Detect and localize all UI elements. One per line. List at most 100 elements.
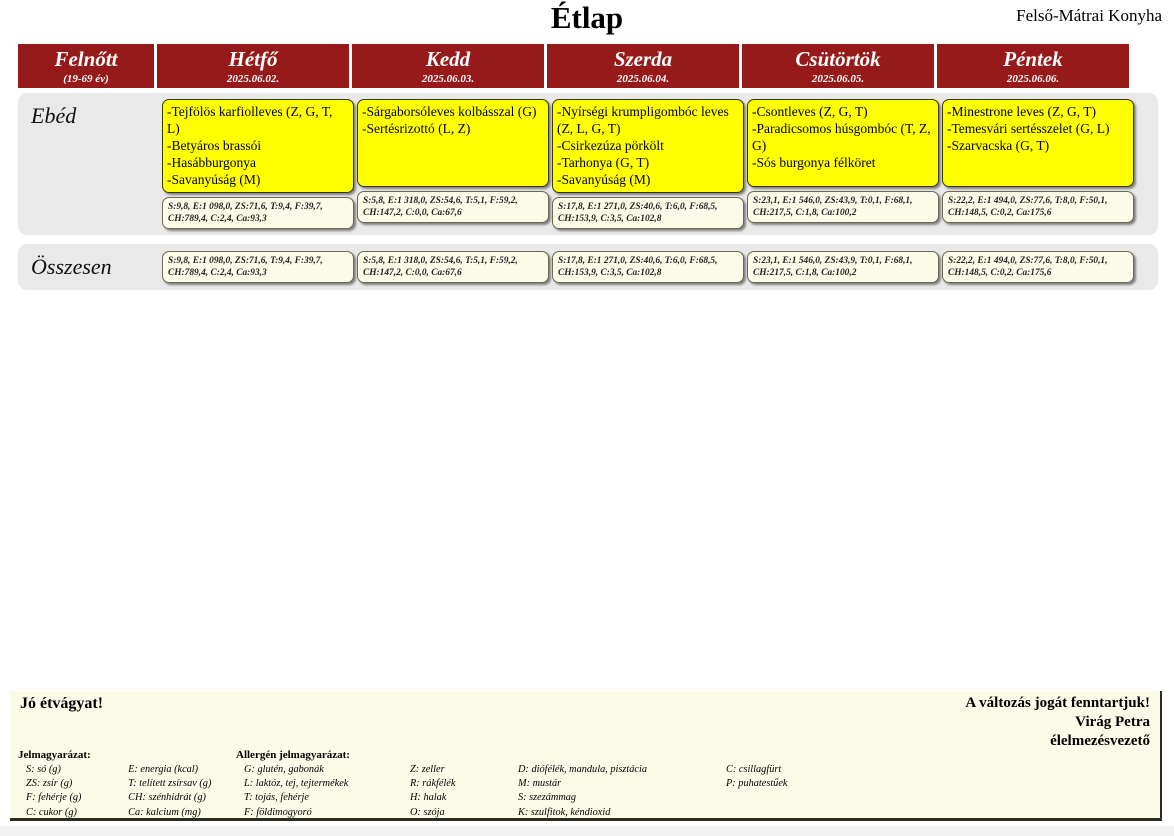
- header-day-name: Csütörtök: [795, 46, 881, 71]
- legend-item: T: tojás, fehérje: [244, 792, 309, 804]
- nutrition-legend-column-1: S: só (g) ZS: zsír (g) F: fehérje (g) C:…: [18, 763, 120, 820]
- allergen-legend-grid: G: glutén, gabonák L: laktóz, tej, tejte…: [236, 763, 1160, 820]
- legend-item: L: laktóz, tej, tejtermékek: [244, 778, 349, 790]
- page-header: Étlap Felső-Mátrai Konyha: [0, 0, 1174, 38]
- signature-block: A változás jogát fenntartjuk! Virág Petr…: [965, 694, 1150, 751]
- legend-item: O: szója: [410, 806, 445, 818]
- dish-box[interactable]: -Tejfölös karfiolleves (Z, G, T, L)-Bety…: [162, 99, 354, 193]
- bottom-strip: [0, 826, 1174, 836]
- legend-item: C: csillagfürt: [726, 764, 782, 775]
- header-day-name: Szerda: [613, 46, 673, 71]
- header-cell-audience: Felnőtt (19-69 év): [18, 44, 154, 88]
- dish-line: -Szarvacska (G, T): [947, 138, 1050, 153]
- totals-column-wednesday: S:17,8, E:1 271,0, ZS:40,6, T:6,0, F:68,…: [552, 251, 744, 283]
- legend-item: R: rákfélék: [410, 778, 456, 790]
- dish-line: -Csontleves (Z, G, T): [752, 104, 868, 119]
- totals-column-tuesday: S:5,8, E:1 318,0, ZS:54,6, T:5,1, F:59,2…: [357, 251, 549, 283]
- allergen-legend-title: Allergén jelmagyarázat:: [236, 749, 350, 761]
- header-day-date: 2025.06.05.: [811, 72, 865, 85]
- nutrition-box: S:17,8, E:1 271,0, ZS:40,6, T:6,0, F:68,…: [552, 197, 744, 229]
- header-cell-monday: Hétfő 2025.06.02.: [157, 44, 349, 88]
- dish-box[interactable]: -Sárgaborsóleves kolbásszal (G)-Sertésri…: [357, 99, 549, 187]
- legend-item: CH: szénhidrát (g): [128, 792, 206, 804]
- legend-item: M: mustár: [518, 778, 562, 790]
- header-day-name: Péntek: [1003, 46, 1063, 71]
- header-day-date: 2025.06.06.: [1006, 72, 1060, 85]
- allergen-legend: Allergén jelmagyarázat: G: glutén, gabon…: [236, 749, 1160, 820]
- header-audience-age: (19-69 év): [63, 72, 109, 85]
- dish-line: -Tarhonya (G, T): [557, 155, 650, 170]
- totals-nutrition-box: S:22,2, E:1 494,0, ZS:77,6, T:8,0, F:50,…: [942, 251, 1134, 283]
- header-cell-friday: Péntek 2025.06.06.: [937, 44, 1129, 88]
- nutrition-legend-title: Jelmagyarázat:: [18, 749, 91, 761]
- allergen-legend-column-4: C: csillagfürt P: puhatestűek: [718, 763, 846, 820]
- disclaimer-text: A változás jogát fenntartjuk!: [965, 695, 1150, 711]
- dish-line: -Hasábburgonya: [167, 155, 256, 170]
- nutrition-box: S:5,8, E:1 318,0, ZS:54,6, T:5,1, F:59,2…: [357, 191, 549, 223]
- header-cell-tuesday: Kedd 2025.06.03.: [352, 44, 544, 88]
- meal-column-tuesday: -Sárgaborsóleves kolbásszal (G)-Sertésri…: [357, 99, 549, 229]
- footer-panel: Jó étvágyat! A változás jogát fenntartju…: [10, 691, 1162, 821]
- totals-column-monday: S:9,8, E:1 098,0, ZS:71,6, T:9,4, F:39,7…: [162, 251, 354, 283]
- legend-area: Jelmagyarázat: S: só (g) ZS: zsír (g) F:…: [10, 749, 1160, 820]
- header-day-name: Hétfő: [228, 46, 278, 71]
- allergen-legend-column-2: Z: zeller R: rákfélék H: halak O: szója: [402, 763, 510, 820]
- page-title: Étlap: [550, 0, 624, 35]
- legend-item: F: fehérje (g): [26, 792, 82, 804]
- meal-column-friday: -Minestrone leves (Z, G, T)-Temesvári se…: [942, 99, 1134, 229]
- dish-line: -Savanyúság (M): [167, 172, 261, 187]
- header-day-date: 2025.06.03.: [421, 72, 475, 85]
- totals-nutrition-box: S:9,8, E:1 098,0, ZS:71,6, T:9,4, F:39,7…: [162, 251, 354, 283]
- meal-column-thursday: -Csontleves (Z, G, T) -Paradicsomos húsgo…: [747, 99, 939, 229]
- dish-line: -Sertésrizottó (L, Z): [362, 121, 471, 136]
- meal-column-wednesday: -Nyírségi krumpligombóc leves (Z, L, G, …: [552, 99, 744, 229]
- signer-title: élelmezésvezető: [1050, 733, 1150, 749]
- signer-name: Virág Petra: [1075, 714, 1150, 730]
- dish-line: -Nyírségi krumpligombóc leves (Z, L, G, …: [557, 104, 729, 136]
- dish-line: -Csirkezúza pörkölt: [557, 138, 664, 153]
- totals-nutrition-box: S:5,8, E:1 318,0, ZS:54,6, T:5,1, F:59,2…: [357, 251, 549, 283]
- legend-item: E: energia (kcal): [128, 764, 199, 775]
- footer-top: Jó étvágyat! A változás jogát fenntartju…: [10, 691, 1160, 749]
- header-day-name: Kedd: [425, 46, 471, 71]
- header-audience-label: Felnőtt: [54, 46, 118, 71]
- legend-item: K: szulfitok, kéndioxid: [518, 806, 611, 818]
- menu-grid: Felnőtt (19-69 év) Hétfő 2025.06.02. Ked…: [18, 44, 1158, 290]
- totals-label: Összesen: [31, 254, 112, 279]
- legend-item: H: halak: [410, 792, 447, 804]
- header-day-date: 2025.06.04.: [616, 72, 670, 85]
- dish-box[interactable]: -Csontleves (Z, G, T) -Paradicsomos húsgo…: [747, 99, 939, 187]
- nutrition-legend: Jelmagyarázat: S: só (g) ZS: zsír (g) F:…: [18, 749, 236, 820]
- legend-item: G: glutén, gabonák: [244, 764, 324, 775]
- allergen-legend-column-3: D: diófélék, mandula, pisztácia M: mustá…: [510, 763, 718, 820]
- legend-item: T: telített zsírsav (g): [128, 778, 212, 790]
- meal-label-lunch: Ebéd: [31, 103, 77, 128]
- dish-box[interactable]: -Nyírségi krumpligombóc leves (Z, L, G, …: [552, 99, 744, 193]
- meal-column-monday: -Tejfölös karfiolleves (Z, G, T, L)-Bety…: [162, 99, 354, 229]
- totals-column-thursday: S:23,1, E:1 546,0, ZS:43,9, T:0,1, F:68,…: [747, 251, 939, 283]
- dish-line: -Minestrone leves (Z, G, T): [947, 104, 1096, 119]
- nutrition-legend-column-2: E: energia (kcal) T: telített zsírsav (g…: [120, 763, 236, 820]
- legend-item: S: szezámmag: [518, 792, 577, 804]
- kitchen-name: Felső-Mátrai Konyha: [1016, 6, 1162, 25]
- dish-line: -Sós burgonya félköret: [752, 155, 876, 170]
- totals-column-friday: S:22,2, E:1 494,0, ZS:77,6, T:8,0, F:50,…: [942, 251, 1134, 283]
- totals-nutrition-box: S:23,1, E:1 546,0, ZS:43,9, T:0,1, F:68,…: [747, 251, 939, 283]
- legend-item: D: diófélék, mandula, pisztácia: [518, 764, 647, 775]
- legend-item: F: földimogyoró: [244, 806, 312, 818]
- dish-box[interactable]: -Minestrone leves (Z, G, T)-Temesvári se…: [942, 99, 1134, 187]
- dish-line: -Betyáros brassói: [167, 138, 262, 153]
- legend-item: ZS: zsír (g): [26, 778, 73, 790]
- legend-item: P: puhatestűek: [726, 778, 788, 790]
- day-header-row: Felnőtt (19-69 év) Hétfő 2025.06.02. Ked…: [18, 44, 1158, 88]
- totals-row: Összesen S:9,8, E:1 098,0, ZS:71,6, T:9,…: [18, 244, 1158, 290]
- header-cell-wednesday: Szerda 2025.06.04.: [547, 44, 739, 88]
- nutrition-legend-grid: S: só (g) ZS: zsír (g) F: fehérje (g) C:…: [18, 763, 236, 820]
- allergen-legend-column-1: G: glutén, gabonák L: laktóz, tej, tejte…: [236, 763, 402, 820]
- totals-nutrition-box: S:17,8, E:1 271,0, ZS:40,6, T:6,0, F:68,…: [552, 251, 744, 283]
- legend-item: C: cukor (g): [26, 806, 77, 818]
- dish-line: -Paradicsomos húsgombóc (T, Z, G): [752, 121, 931, 153]
- dish-line: -Savanyúság (M): [557, 172, 651, 187]
- legend-item: S: só (g): [26, 764, 61, 775]
- nutrition-box: S:23,1, E:1 546,0, ZS:43,9, T:0,1, F:68,…: [747, 191, 939, 223]
